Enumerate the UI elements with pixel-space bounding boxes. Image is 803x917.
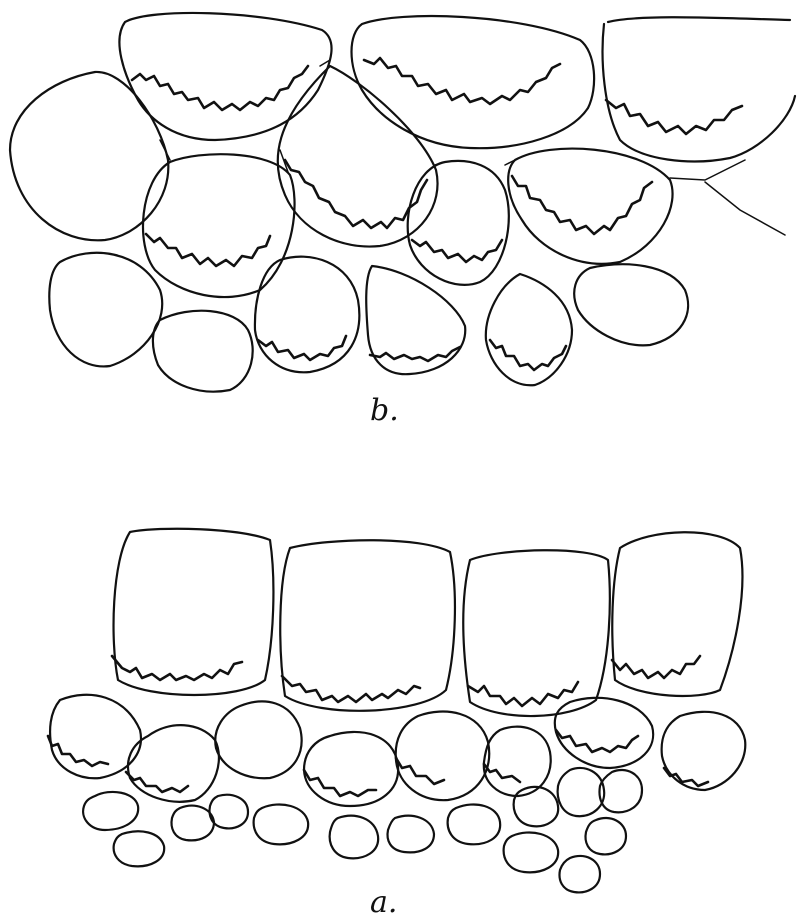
thickened-wall [146, 234, 270, 266]
thickened-wall [364, 58, 560, 104]
small-cell [600, 770, 642, 812]
thickened-wall [112, 656, 242, 680]
thickened-wall [556, 730, 638, 752]
cell [486, 274, 572, 385]
panel-a-label: a. [370, 885, 397, 917]
cell [304, 732, 398, 806]
small-cell [514, 787, 559, 826]
panel-a: a. [48, 529, 745, 917]
cell [603, 17, 795, 161]
small-cell [560, 856, 600, 892]
small-cell [388, 816, 434, 853]
small-cell [210, 795, 248, 829]
cell [555, 698, 653, 768]
thickened-wall [484, 764, 520, 782]
thickened-wall [468, 682, 578, 706]
thickened-wall [490, 340, 566, 370]
cell [508, 149, 672, 264]
cell [278, 66, 438, 247]
small-cell [172, 806, 214, 841]
cell [143, 154, 295, 297]
thickened-wall [132, 66, 308, 110]
panel-b-label: b. [370, 393, 399, 428]
small-cell [448, 804, 501, 844]
small-cell [83, 792, 138, 830]
cell [153, 311, 253, 392]
thickened-wall [285, 160, 427, 228]
small-cell [254, 804, 309, 844]
thickened-wall [664, 768, 708, 786]
small-cell [586, 818, 626, 854]
thickened-wall [412, 240, 502, 262]
cell [352, 16, 595, 148]
small-cell [504, 832, 559, 872]
cell [484, 727, 551, 796]
thickened-wall [282, 676, 420, 702]
panel-b: b. [10, 13, 795, 428]
cell [574, 264, 688, 345]
cell [255, 257, 359, 373]
thickened-wall [126, 772, 188, 792]
small-cell [558, 768, 605, 816]
cell [49, 253, 162, 367]
cell [215, 701, 301, 778]
cell [662, 712, 746, 790]
cell [463, 550, 610, 716]
small-cell [114, 831, 165, 866]
thickened-wall [258, 336, 346, 360]
thickened-wall [612, 656, 700, 678]
cell [396, 712, 490, 801]
thickened-wall [606, 100, 742, 134]
cell [280, 540, 455, 711]
small-cell [330, 816, 379, 859]
thickened-wall [512, 176, 652, 234]
thickened-wall [370, 347, 460, 361]
